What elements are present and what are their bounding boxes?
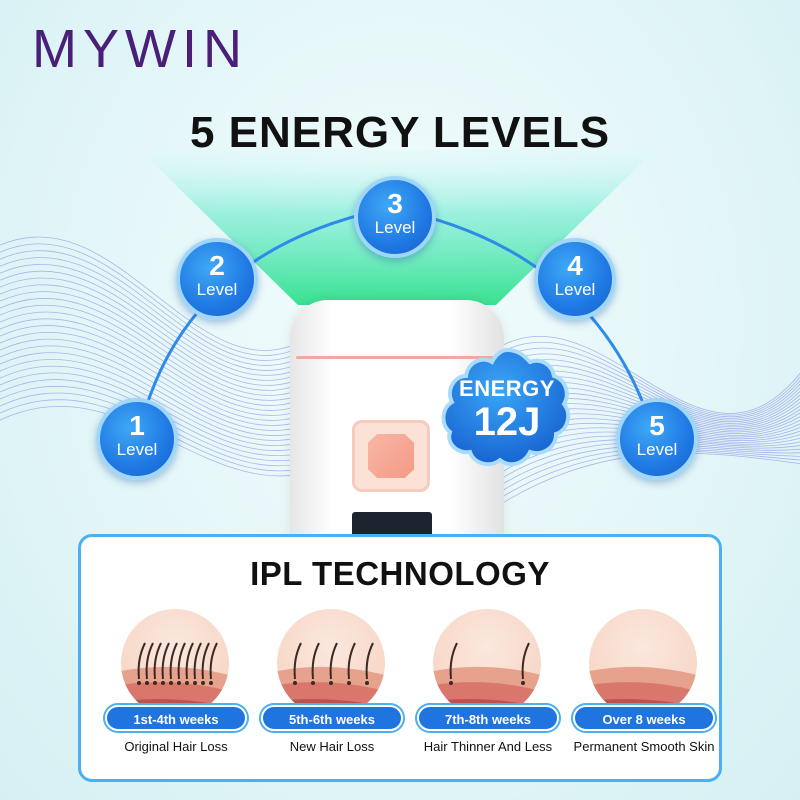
energy-label: ENERGY — [459, 376, 555, 401]
level-number: 2 — [209, 250, 225, 281]
stage-period: Over 8 weeks — [573, 705, 715, 731]
skin-hair-illustration — [589, 609, 697, 717]
level-number: 4 — [567, 250, 583, 281]
level-label: Level — [374, 218, 416, 237]
skin-hair-illustration — [121, 609, 229, 717]
ipl-title: IPL TECHNOLOGY — [250, 555, 550, 592]
headline: 5 ENERGY LEVELS — [189, 108, 611, 157]
power-button-icon — [368, 434, 414, 478]
ipl-technology-card: IPL TECHNOLOGY 1st-4th weeks Original Ha… — [78, 534, 722, 782]
stage-period: 7th-8th weeks — [417, 705, 559, 731]
level-number: 1 — [129, 410, 145, 441]
level-label: Level — [116, 440, 158, 459]
device-screen — [352, 512, 432, 538]
skin-hair-illustration — [433, 609, 541, 717]
level-badge-1: 1 Level — [96, 398, 178, 480]
energy-value: 12J — [473, 400, 541, 444]
stage-3: 7th-8th weeks Hair Thinner And Less — [413, 609, 563, 769]
energy-badge: ENERGY 12J — [440, 344, 574, 472]
level-badge-4: 4 Level — [534, 238, 616, 320]
level-label: Level — [554, 280, 596, 299]
stage-caption: Original Hair Loss — [124, 739, 228, 754]
device-power-button — [352, 420, 430, 492]
stage-period: 1st-4th weeks — [105, 705, 247, 731]
level-badge-3: 3 Level — [354, 176, 436, 258]
brand-logo: MYWIN — [32, 19, 248, 79]
skin-hair-illustration — [277, 609, 385, 717]
stage-caption: Permanent Smooth Skin — [573, 739, 715, 754]
level-label: Level — [196, 280, 238, 299]
stage-4: Over 8 weeks Permanent Smooth Skin — [569, 609, 719, 769]
level-badge-2: 2 Level — [176, 238, 258, 320]
stage-period: 5th-6th weeks — [261, 705, 403, 731]
stage-1: 1st-4th weeks Original Hair Loss — [101, 609, 251, 769]
stage-caption: New Hair Loss — [289, 739, 375, 754]
level-number: 3 — [387, 188, 403, 219]
level-label: Level — [636, 440, 678, 459]
stage-caption: Hair Thinner And Less — [423, 739, 553, 754]
device-accent-line — [296, 356, 496, 359]
stage-2: 5th-6th weeks New Hair Loss — [257, 609, 407, 769]
level-badge-5: 5 Level — [616, 398, 698, 480]
level-number: 5 — [649, 410, 665, 441]
cloud-badge-icon — [441, 347, 571, 467]
